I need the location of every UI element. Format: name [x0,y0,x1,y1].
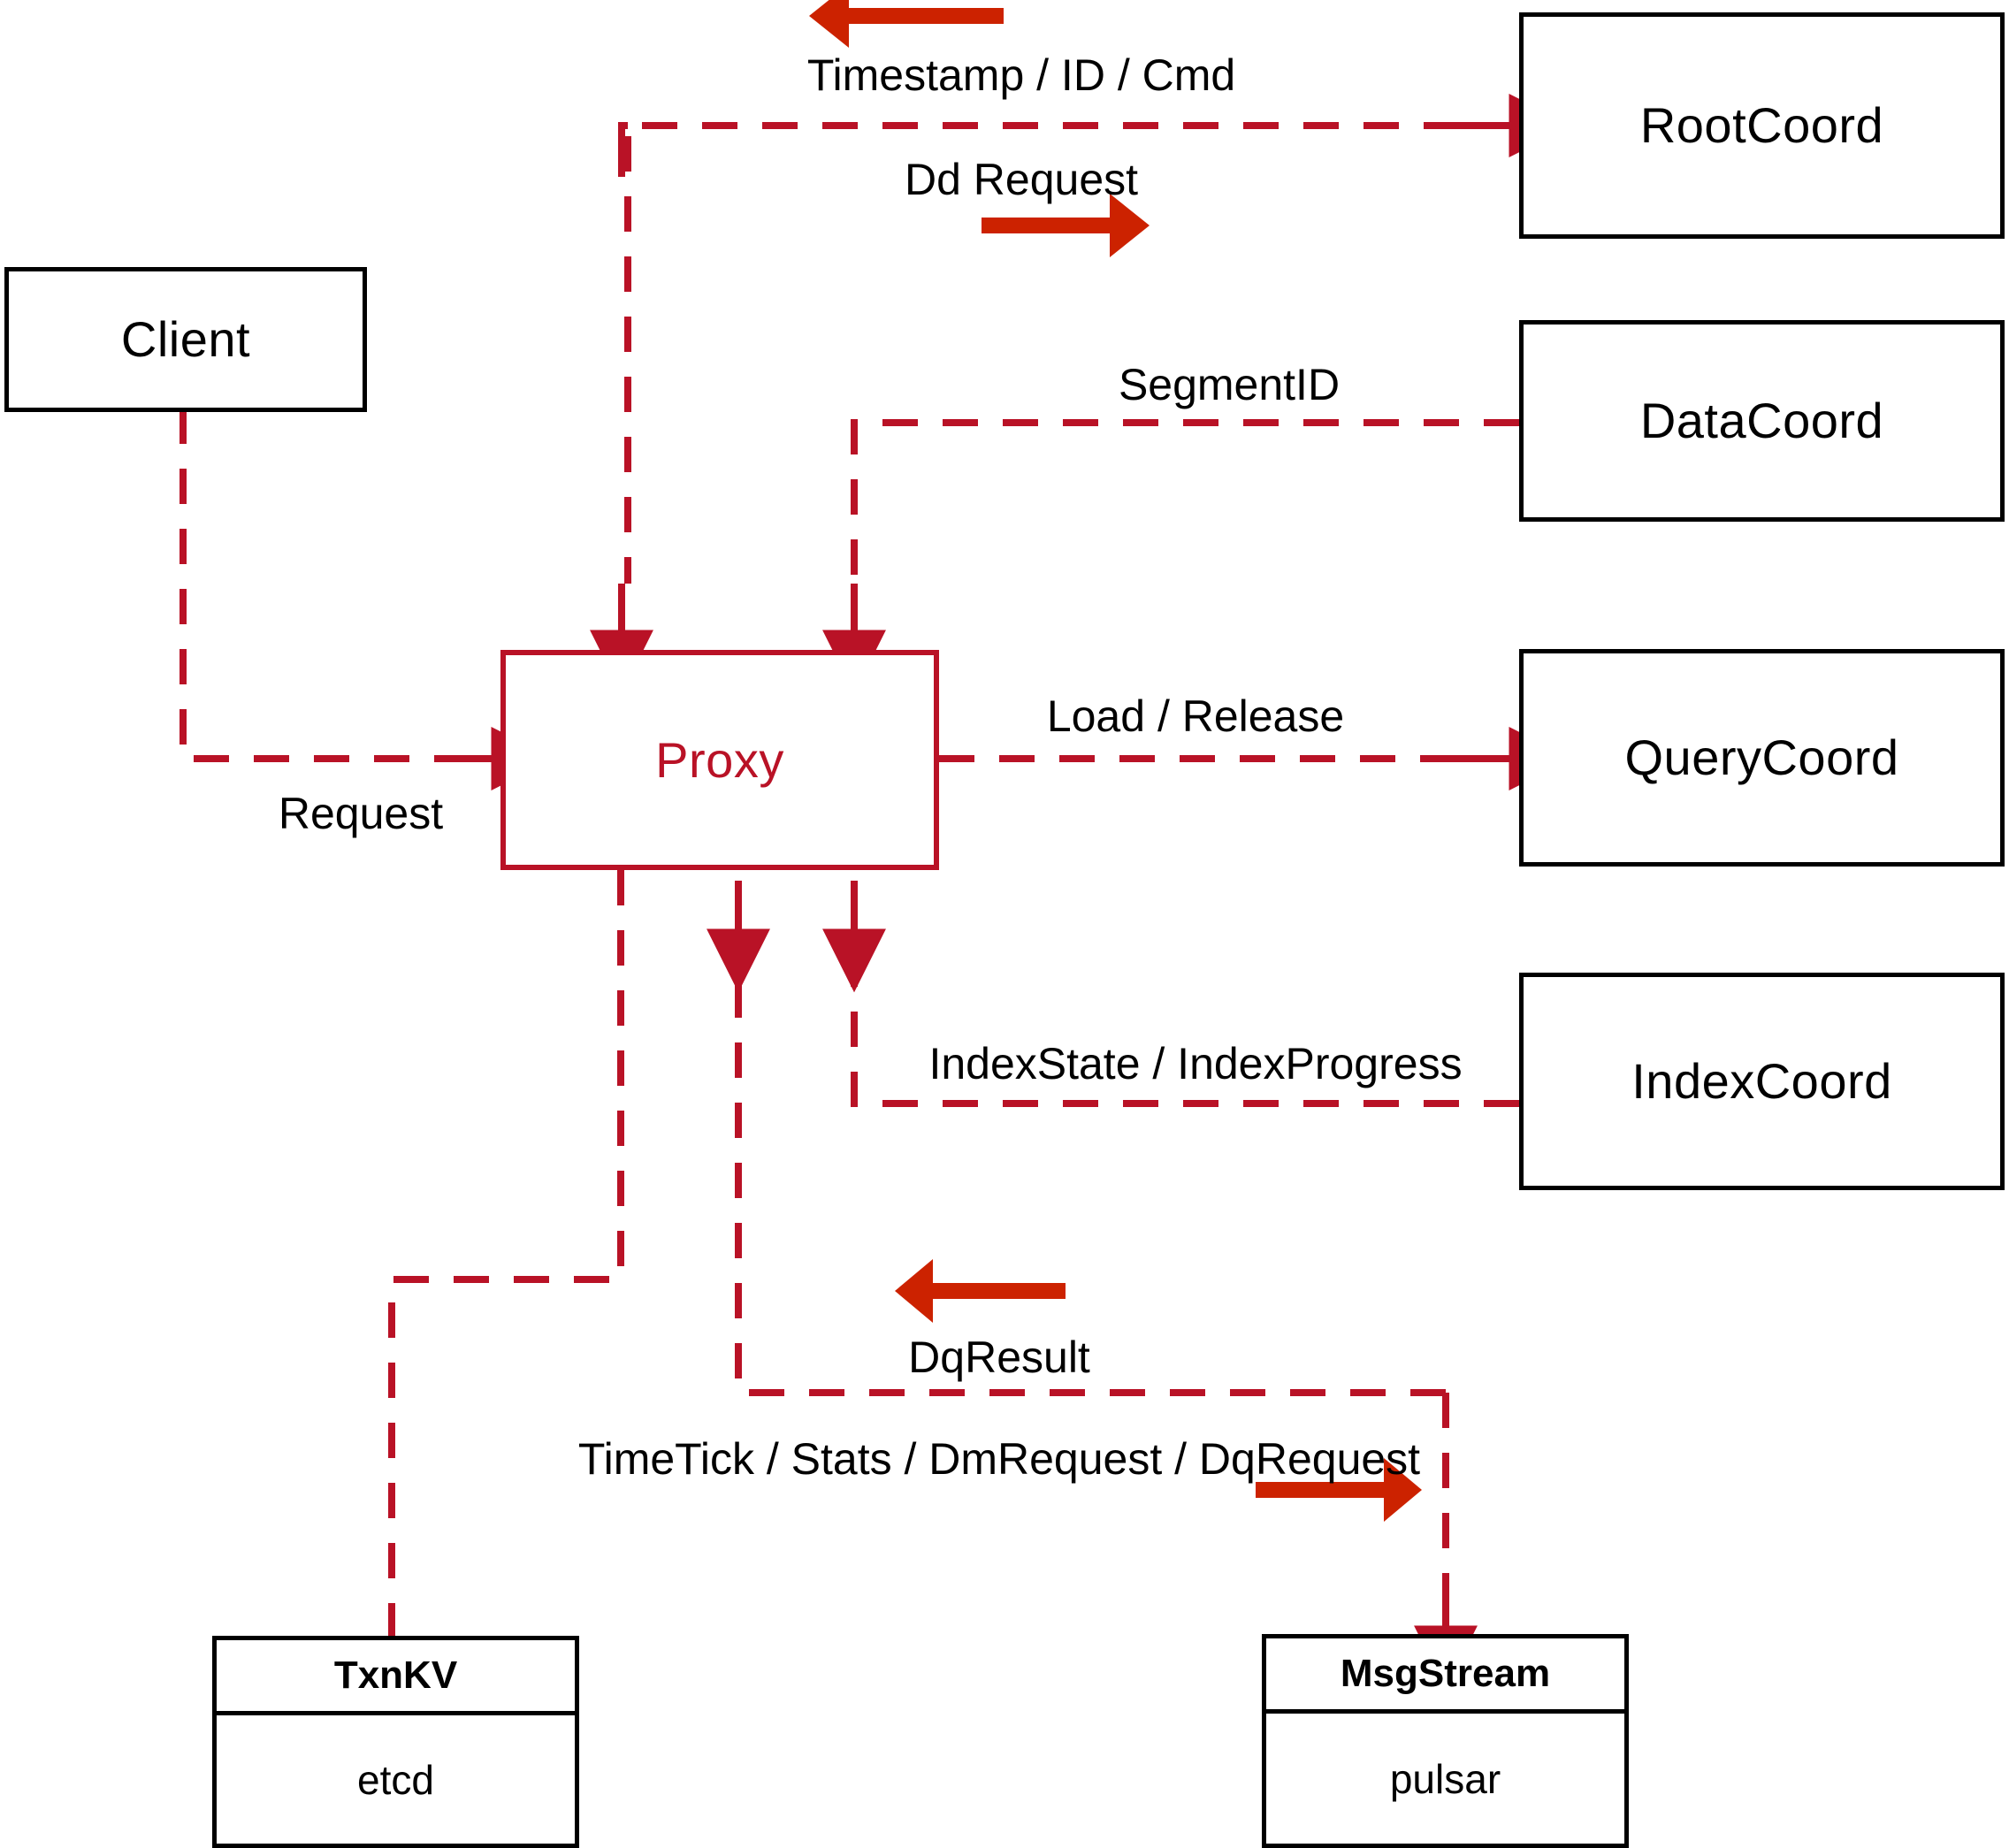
node-msgstream-body: pulsar [1389,1755,1501,1802]
node-proxy-label: Proxy [655,731,784,788]
edge-label-dd-request: Dd Request [904,155,1139,204]
node-index-coord-label: IndexCoord [1631,1053,1892,1109]
node-data-coord[interactable]: DataCoord [1519,320,2005,522]
edge-dq-result [707,881,1446,1396]
node-proxy[interactable]: Proxy [500,650,939,870]
node-msgstream[interactable]: MsgStream pulsar [1262,1634,1629,1848]
node-txnkv-body: etcd [357,1756,434,1803]
edge-label-segment-id: SegmentID [1118,360,1341,409]
edge-label-index-state-progress: IndexState / IndexProgress [928,1039,1463,1088]
node-client-label: Client [120,311,251,367]
node-query-coord-label: QueryCoord [1624,729,1899,785]
arrow-timestamp-legend [809,0,1004,48]
edge-label-dq-result: DqResult [908,1333,1090,1382]
node-txnkv-header: TxnKV [217,1640,575,1715]
edge-label-timetick-stats-dm-dq: TimeTick / Stats / DmRequest / DqRequest [577,1434,1421,1484]
node-root-coord-label: RootCoord [1639,97,1884,153]
edge-request [180,409,555,790]
edge-label-request: Request [278,789,444,838]
edge-segment-id [822,419,1519,694]
node-query-coord[interactable]: QueryCoord [1519,649,2005,867]
edge-label-timestamp-id-cmd: Timestamp / ID / Cmd [806,50,1236,100]
arrow-dq-result-legend [895,1259,1066,1323]
node-index-coord[interactable]: IndexCoord [1519,973,2005,1190]
edge-proxy-txnkv [388,870,624,1636]
node-msgstream-header: MsgStream [1266,1638,1624,1714]
node-data-coord-label: DataCoord [1639,393,1884,448]
node-client[interactable]: Client [4,267,367,412]
node-txnkv[interactable]: TxnKV etcd [212,1636,579,1848]
node-root-coord[interactable]: RootCoord [1519,12,2005,239]
edge-label-load-release: Load / Release [1046,691,1345,741]
